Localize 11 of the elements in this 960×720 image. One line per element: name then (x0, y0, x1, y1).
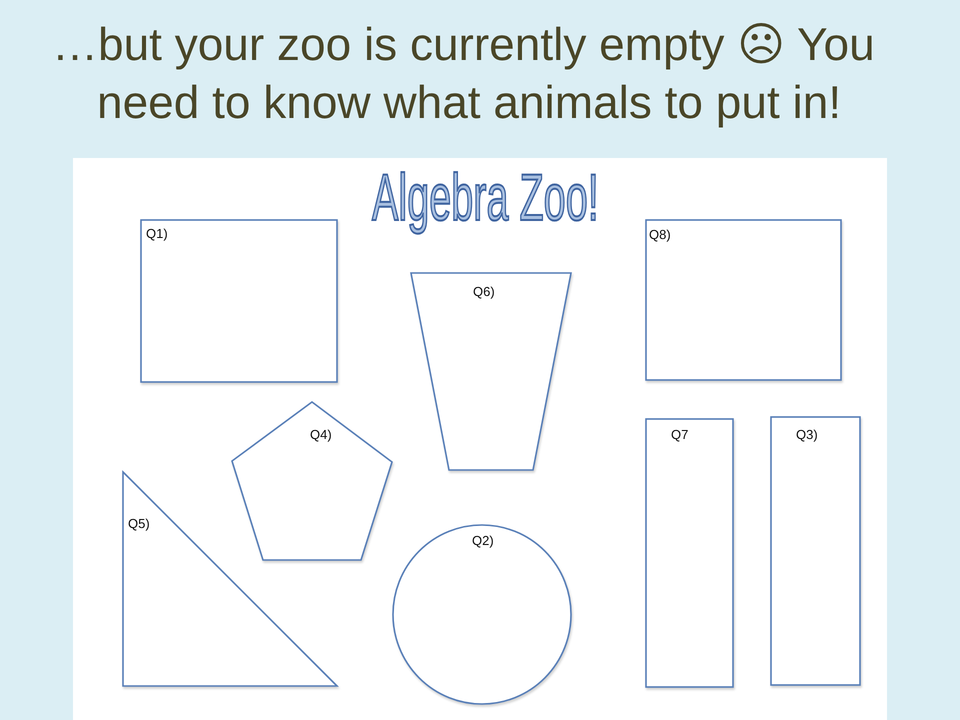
worksheet-panel (73, 158, 887, 720)
slide-title: …but your zoo is currently empty ☹ You need to know what animals to put in! (52, 17, 876, 130)
enclosure-label: Q3) (796, 427, 818, 442)
enclosure-label: Q6) (473, 284, 495, 299)
enclosure-label: Q8) (649, 227, 671, 242)
enclosure-label: Q2) (472, 533, 494, 548)
enclosure-label: Q7 (671, 427, 688, 442)
enclosure-label: Q4) (310, 427, 332, 442)
enclosure-label: Q1) (146, 226, 168, 241)
enclosure-label: Q5) (128, 516, 150, 531)
wordart-heading: Algebra Zoo! (372, 162, 599, 232)
